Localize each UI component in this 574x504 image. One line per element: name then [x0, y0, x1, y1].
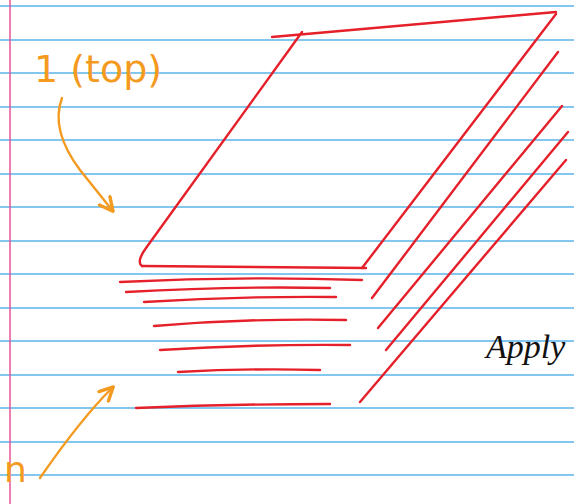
- callout-label: 1 (top): [34, 50, 162, 88]
- leader-arrows: [40, 98, 112, 478]
- margin-line: [9, 0, 11, 504]
- note-text: Apply: [486, 330, 565, 364]
- callout-label: n: [4, 452, 27, 488]
- paper-stack: [120, 12, 568, 408]
- ruled-lines: [0, 6, 574, 475]
